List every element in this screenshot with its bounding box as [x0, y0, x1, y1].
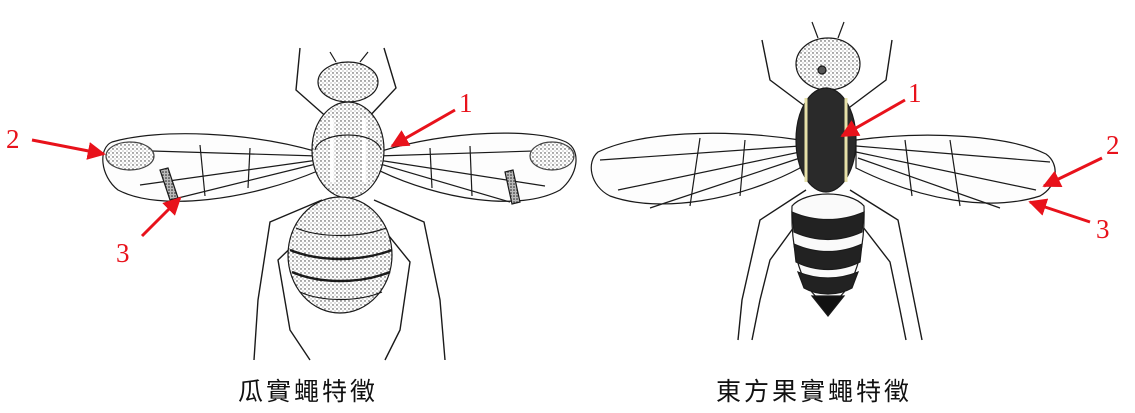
- melon-callout-label-2: 2: [6, 124, 20, 154]
- melon-fly-abdomen: [288, 197, 392, 313]
- callout-arrow-3: [1030, 202, 1090, 222]
- melon-fly-thorax: [312, 102, 384, 198]
- melon-fly-caption: 瓜實蠅特徵: [238, 372, 378, 408]
- oriental-fly-illustration: [591, 22, 1055, 340]
- melon-fly-left-wing: [103, 134, 320, 202]
- oriental-fly-left-wing: [591, 133, 800, 208]
- oriental-fly-head: [796, 22, 860, 90]
- oriental-fly-right-wing: [856, 135, 1055, 208]
- melon-callout-label-1: 1: [459, 88, 473, 118]
- melon-fly-head: [318, 52, 378, 102]
- callout-arrow-3: [142, 198, 180, 236]
- oriental-fly-thorax: [796, 88, 856, 192]
- oriental-fly-caption: 東方果實蠅特徵: [716, 372, 912, 408]
- melon-fly-right-wing: [378, 133, 576, 204]
- melon-callout-label-3: 3: [116, 238, 130, 268]
- oriental-callout-label-2: 2: [1106, 130, 1120, 160]
- oriental-callout-label-3: 3: [1096, 214, 1110, 244]
- oriental-callout-label-1: 1: [908, 78, 922, 108]
- callout-arrow-2: [32, 140, 104, 154]
- oriental-fly-abdomen: [792, 194, 864, 316]
- wing-tip-spot: [106, 142, 154, 170]
